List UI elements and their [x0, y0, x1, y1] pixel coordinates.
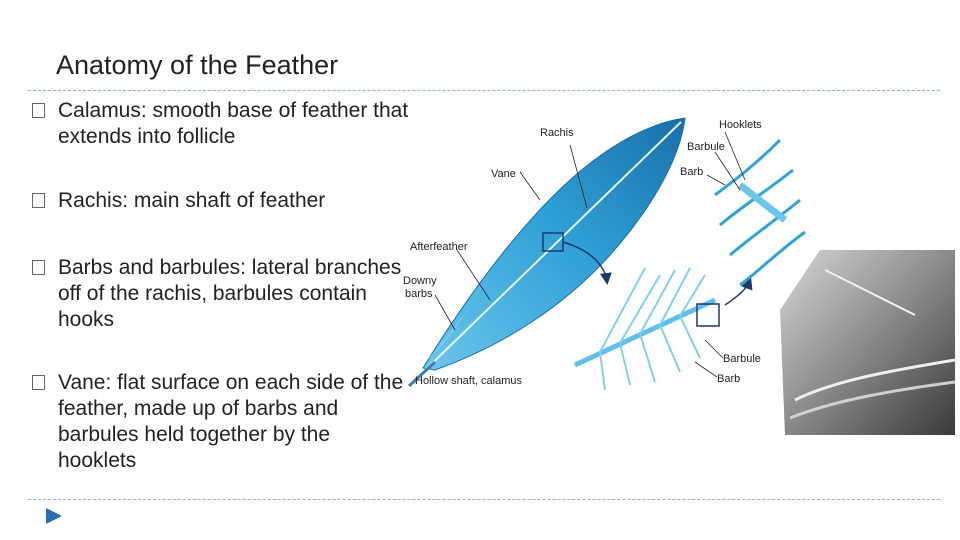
bullet-calamus: Calamus: smooth base of feather that ext…	[30, 98, 410, 150]
bullet-barbs: Barbs and barbules: lateral branches off…	[30, 255, 410, 333]
label-downy-barbs-2: barbs	[405, 288, 433, 300]
label-afterfeather: Afterfeather	[410, 241, 468, 253]
top-divider	[28, 90, 940, 91]
barb-cluster	[575, 268, 715, 390]
label-hollow-shaft: Hollow shaft, calamus	[415, 375, 522, 387]
slide-title: Anatomy of the Feather	[56, 50, 338, 81]
label-barbule-top: Barbule	[687, 141, 725, 153]
bottom-divider	[28, 499, 940, 500]
bullet-vane: Vane: flat surface on each side of the f…	[30, 370, 410, 474]
bullet-text: Barbs and barbules: lateral branches off…	[58, 256, 401, 331]
feather-anatomy-figure: Rachis Vane Afterfeather Downy barbs Hol…	[395, 100, 955, 440]
label-barb-top: Barb	[680, 166, 703, 178]
bullet-rachis: Rachis: main shaft of feather	[30, 188, 325, 214]
label-barb-bottom: Barb	[717, 373, 740, 385]
hooklet-barbs	[715, 140, 805, 285]
bullet-box-icon	[32, 103, 45, 118]
label-hooklets: Hooklets	[719, 119, 762, 131]
bullet-box-icon	[32, 375, 45, 390]
bullet-box-icon	[32, 193, 45, 208]
bullet-box-icon	[32, 260, 45, 275]
play-triangle-icon[interactable]	[46, 508, 62, 524]
sem-micrograph	[780, 250, 955, 435]
label-barbule-bottom: Barbule	[723, 353, 761, 365]
bullet-text: Calamus: smooth base of feather that ext…	[58, 99, 408, 148]
label-rachis: Rachis	[540, 127, 574, 139]
label-vane: Vane	[491, 168, 516, 180]
bullet-text: Rachis: main shaft of feather	[58, 189, 325, 212]
label-downy-barbs-1: Downy	[403, 275, 437, 287]
bullet-text: Vane: flat surface on each side of the f…	[58, 371, 403, 472]
